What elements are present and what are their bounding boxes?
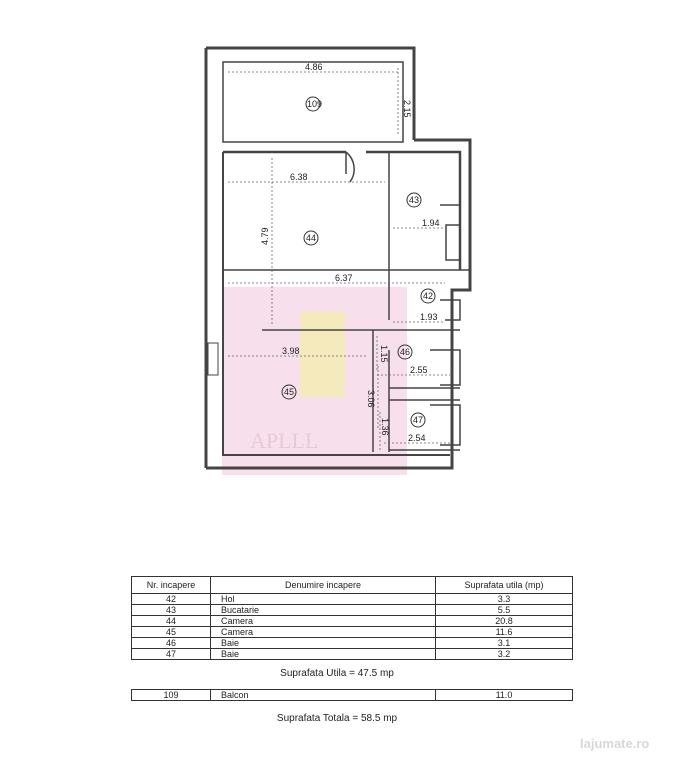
cell-area: 3.3 — [435, 593, 573, 605]
cell-nr: 45 — [131, 626, 211, 638]
room-43-label: 43 — [409, 195, 419, 205]
table-header-row: Nr. incapere Denumire incapere Suprafata… — [131, 576, 573, 594]
cell-area: 11.0 — [435, 689, 573, 701]
cell-nr: 109 — [131, 689, 211, 701]
cell-name: Hol — [210, 593, 436, 605]
dim-bath46-height: 1.15 — [379, 345, 389, 363]
cell-name: Baie — [210, 637, 436, 649]
dim-bath47-height: 1.36 — [380, 418, 390, 436]
site-watermark-logo: lajumate.ro — [580, 736, 650, 751]
room-44-label: 44 — [306, 233, 316, 243]
cell-nr: 46 — [131, 637, 211, 649]
watermark-logo — [300, 312, 345, 397]
cell-area: 11.6 — [435, 626, 573, 638]
cell-nr: 47 — [131, 648, 211, 660]
balcony-table: 109 Balcon 11.0 — [131, 689, 573, 701]
dim-room-width: 3.98 — [282, 346, 300, 356]
table-row: 44 Camera 20.8 — [131, 615, 573, 627]
cell-name: Bucatarie — [210, 604, 436, 616]
window-left — [207, 342, 219, 376]
dim-mid-width: 6.37 — [335, 273, 353, 283]
interior-walls — [223, 151, 470, 452]
room-markers — [281, 96, 436, 428]
total-area-text: Suprafata Totala = 58.5 mp — [276, 713, 398, 724]
total-util-text: Suprafata Utila = 47.5 mp — [280, 668, 394, 679]
floor-plan: APLLL — [204, 46, 472, 475]
dim-corridor-height: 3.06 — [366, 390, 376, 408]
cell-name: Camera — [210, 626, 436, 638]
dim-hall-width: 1.93 — [420, 312, 438, 322]
room-42-label: 42 — [423, 291, 433, 301]
room-109-label: 109 — [307, 99, 322, 109]
cell-area: 20.8 — [435, 615, 573, 627]
table-row: 43 Bucatarie 5.5 — [131, 604, 573, 616]
room-47-label: 47 — [413, 415, 423, 425]
walls — [204, 46, 472, 470]
room-45-label: 45 — [284, 387, 294, 397]
table-row: 42 Hol 3.3 — [131, 593, 573, 605]
dim-bath47-width: 2.54 — [408, 433, 426, 443]
cell-area: 3.2 — [435, 648, 573, 660]
cell-nr: 44 — [131, 615, 211, 627]
col-name-header: Denumire incapere — [210, 576, 436, 594]
dim-bath46-width: 2.55 — [410, 365, 428, 375]
table-row: 47 Baie 3.2 — [131, 648, 573, 660]
cell-name: Balcon — [210, 689, 436, 701]
dimension-lines — [228, 68, 450, 450]
table-row: 46 Baie 3.1 — [131, 637, 573, 649]
cell-area: 5.5 — [435, 604, 573, 616]
table-row: 45 Camera 11.6 — [131, 626, 573, 638]
dim-living-depth: 4.79 — [260, 227, 270, 245]
dim-kitchen-width: 1.94 — [422, 218, 440, 228]
cell-nr: 42 — [131, 593, 211, 605]
watermark-text: APLLL — [250, 428, 318, 453]
dim-living-width: 6.38 — [290, 172, 308, 182]
col-nr-header: Nr. incapere — [131, 576, 211, 594]
col-area-header: Suprafata utila (mp) — [435, 576, 573, 594]
cell-name: Baie — [210, 648, 436, 660]
dim-balcony-depth: 2.15 — [402, 100, 412, 118]
table-row: 109 Balcon 11.0 — [131, 689, 573, 701]
dim-balcony-width: 4.86 — [305, 62, 323, 72]
cell-area: 3.1 — [435, 637, 573, 649]
room-46-label: 46 — [400, 347, 410, 357]
rooms-table: Nr. incapere Denumire incapere Suprafata… — [131, 576, 573, 660]
cell-name: Camera — [210, 615, 436, 627]
cell-nr: 43 — [131, 604, 211, 616]
